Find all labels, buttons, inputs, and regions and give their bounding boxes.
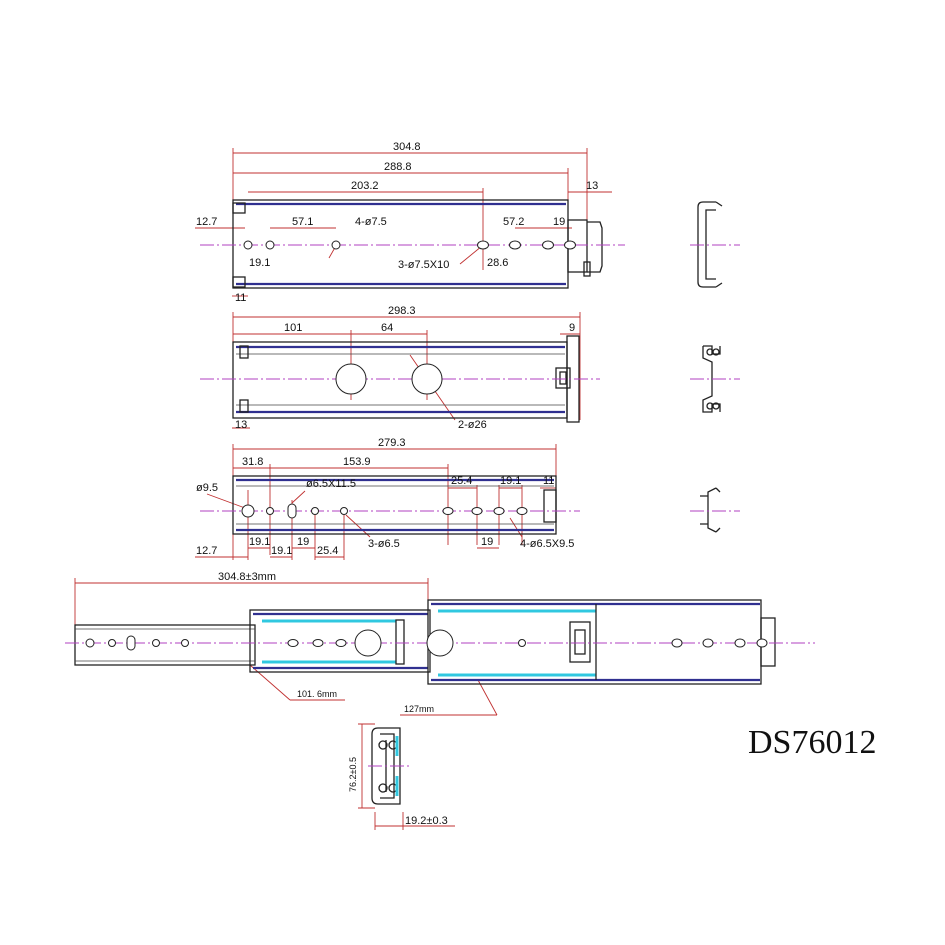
section-height-dim: 76.2±0.5	[348, 757, 358, 792]
outer-offset-19-1-dim: 19.1	[249, 257, 270, 269]
outer-overall-dim: 304.8	[393, 141, 421, 153]
assembly-127-dim: 127mm	[404, 704, 434, 714]
outer-edge-12-7-dim: 12.7	[196, 216, 217, 228]
outer-slots-3-dim: 3-ø7.5X10	[398, 259, 449, 271]
inner-pitch-19-1-top-dim: 19.1	[500, 475, 521, 487]
assembly-extension-dim: 304.8±3mm	[218, 571, 276, 583]
outer-offset-28-6-dim: 28.6	[487, 257, 508, 269]
outer-pitch-57-2-dim: 57.2	[503, 216, 524, 228]
inner-edge-31-8-dim: 31.8	[242, 456, 263, 468]
outer-end-13-dim: 13	[586, 180, 598, 192]
middle-pos-101-dim: 101	[284, 322, 302, 334]
inner-pitch-25-4-top-dim: 25.4	[451, 475, 472, 487]
inner-slots-4-dim: 4-ø6.5X9.5	[520, 538, 574, 550]
inner-pitch-25-4-bottom-dim: 25.4	[317, 545, 338, 557]
inner-edge-12-7-dim: 12.7	[196, 545, 217, 557]
inner-overall-dim: 279.3	[378, 437, 406, 449]
outer-pitch-19-dim: 19	[553, 216, 565, 228]
inner-holes-3-dim: 3-ø6.5	[368, 538, 400, 550]
middle-end-13-dim: 13	[235, 419, 247, 431]
inner-end-profile	[700, 487, 721, 533]
inner-pitch-19-1-a-dim: 19.1	[249, 536, 270, 548]
model-number: DS76012	[748, 724, 876, 761]
inner-pitch-19-a-dim: 19	[297, 536, 309, 548]
outer-holes-4-dim: 4-ø7.5	[355, 216, 387, 228]
middle-overall-dim: 298.3	[388, 305, 416, 317]
middle-rail-view: 298.3 101 64 9 13 2-ø26	[200, 305, 740, 431]
outer-end-profile	[697, 201, 723, 288]
inner-pitch-19-b-dim: 19	[481, 536, 493, 548]
inner-pitch-19-1-b-dim: 19.1	[271, 545, 292, 557]
inner-rail-view: 279.3 31.8 153.9 ø9.5 ø6.5X11.5 25.4 19.…	[195, 437, 740, 560]
outer-rail-view: 304.8 288.8 203.2 13 12.7 57.1 4-ø7.5 57…	[195, 141, 740, 304]
middle-end-profile	[690, 345, 740, 413]
cross-section-view: 76.2±0.5 19.2±0.3	[348, 723, 455, 830]
outer-length-288-dim: 288.8	[384, 161, 412, 173]
section-width-dim: 19.2±0.3	[405, 815, 448, 827]
outer-pitch-57-1-dim: 57.1	[292, 216, 313, 228]
middle-pitch-64-dim: 64	[381, 322, 393, 334]
inner-hole-9-5-dim: ø9.5	[196, 482, 218, 494]
outer-end-11-dim: 11	[235, 292, 246, 304]
inner-span-153-9-dim: 153.9	[343, 456, 371, 468]
outer-span-203-dim: 203.2	[351, 180, 379, 192]
middle-holes-2-dim: 2-ø26	[458, 419, 487, 431]
assembly-101-6-dim: 101. 6mm	[297, 689, 337, 699]
middle-end-9-dim: 9	[569, 322, 575, 334]
inner-end-11-dim: 11	[543, 475, 554, 487]
inner-slot-6-5x11-5-dim: ø6.5X11.5	[306, 478, 356, 490]
assembly-view: 304.8±3mm 101. 6mm 127mm	[65, 571, 815, 716]
